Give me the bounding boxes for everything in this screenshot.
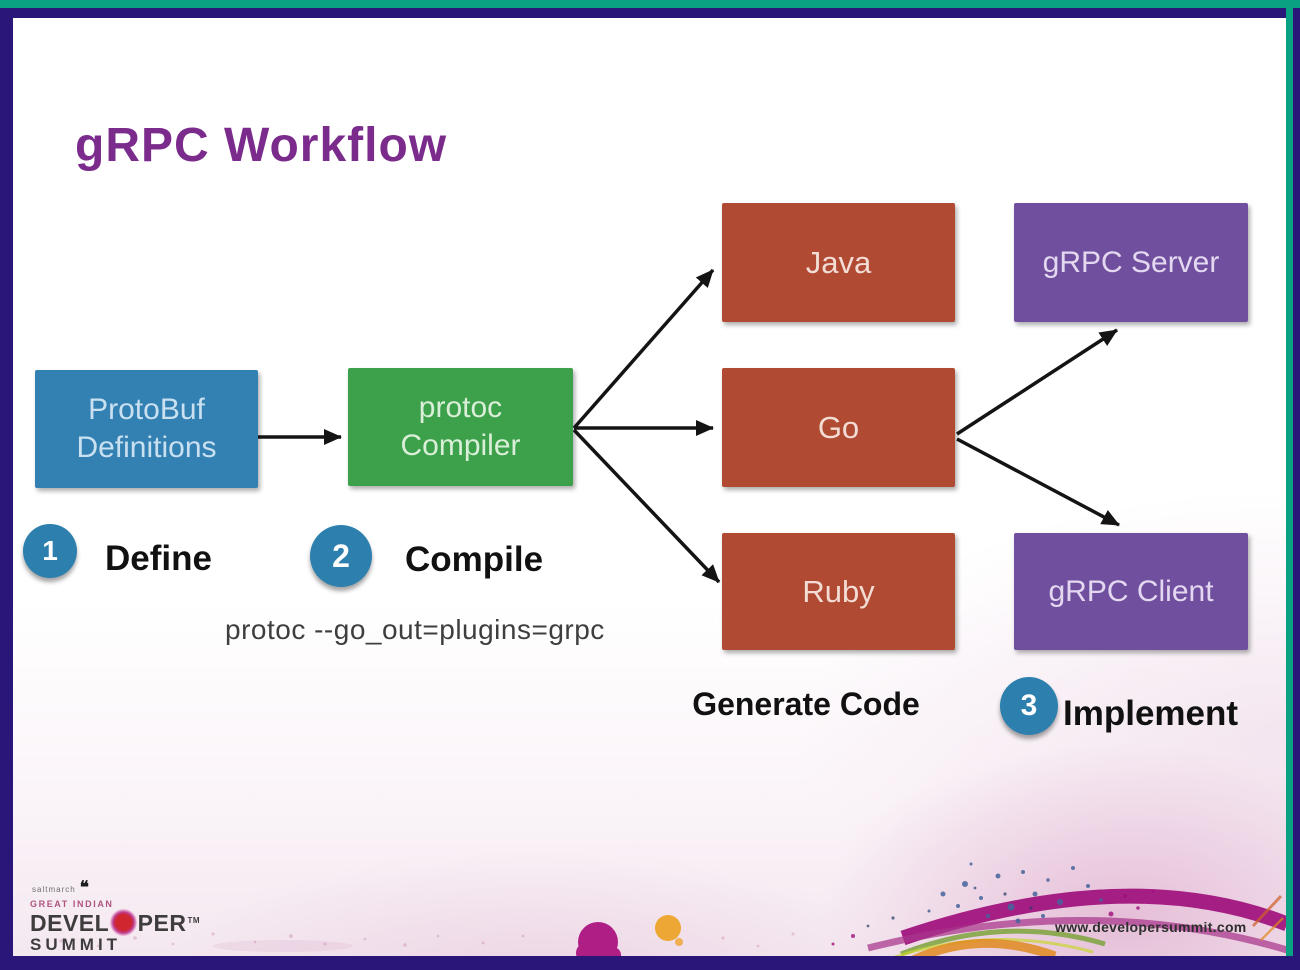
- node-label: Go: [817, 409, 860, 445]
- step-1-label: Define: [105, 539, 212, 578]
- slide-canvas: gRPC Workflow: [13, 18, 1286, 956]
- node-grpc-client: gRPC Client: [1014, 533, 1248, 650]
- protoc-command-text: protoc --go_out=plugins=grpc: [225, 614, 605, 645]
- node-grpc-server: gRPC Server: [1014, 203, 1248, 322]
- right-accent-bar: [1286, 8, 1293, 956]
- node-label: ProtoBuf Definitions: [76, 393, 217, 464]
- step-2-label: Compile: [405, 540, 544, 579]
- logo-red-dot-icon: [110, 909, 137, 936]
- page-title: gRPC Workflow: [75, 119, 448, 172]
- generate-code-label: Generate Code: [692, 686, 920, 722]
- node-go: Go: [722, 368, 955, 487]
- top-accent-bar: [0, 0, 1300, 8]
- arrow-go-to-client: [956, 437, 1120, 527]
- arrow-go-to-server: [956, 328, 1118, 436]
- website-url: www.developersummit.com: [1055, 919, 1247, 935]
- node-label: gRPC Server: [1042, 245, 1220, 279]
- step-2-badge: 2: [310, 525, 372, 587]
- logo-summit-wordmark: SUMMIT: [30, 935, 122, 954]
- node-java: Java: [722, 203, 955, 322]
- node-ruby: Ruby: [722, 533, 955, 650]
- step-3-badge: 3: [1000, 677, 1058, 735]
- node-protoc-compiler: protoc Compiler: [348, 368, 573, 486]
- arrow-protoc-to-java: [572, 268, 715, 430]
- logo-tagline: GREAT INDIAN: [30, 899, 114, 909]
- logo-developer-wordmark: DEVEL PER TM: [30, 909, 200, 936]
- saltmarch-brand: saltmarch ❝: [32, 878, 89, 897]
- trademark-symbol: TM: [187, 916, 200, 925]
- node-label: protoc Compiler: [400, 391, 521, 462]
- node-label: gRPC Client: [1048, 574, 1214, 608]
- node-label: Ruby: [802, 573, 875, 609]
- arrow-protoc-to-ruby: [572, 428, 721, 584]
- step-3-label: Implement: [1063, 694, 1239, 733]
- node-label: Java: [805, 244, 872, 280]
- step-1-badge: 1: [23, 524, 77, 578]
- node-protobuf-definitions: ProtoBuf Definitions: [35, 370, 258, 488]
- saltmarch-quote-icon: ❝: [79, 878, 89, 897]
- gids-logo: saltmarch ❝ GREAT INDIAN DEVEL PER TM SU…: [30, 876, 200, 954]
